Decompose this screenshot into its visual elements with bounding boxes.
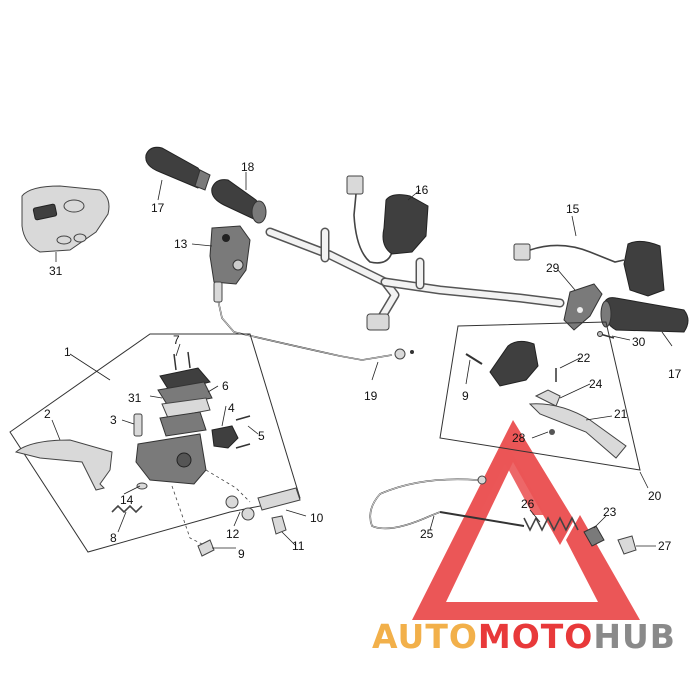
group-1-frame [9, 333, 301, 553]
callout-3: 3 [110, 413, 117, 427]
right-switch-assembly [513, 240, 665, 297]
callout-12: 12 [226, 527, 240, 541]
callout-31-inset: 31 [49, 264, 63, 278]
callout-10: 10 [310, 511, 324, 525]
callout-11: 11 [292, 539, 305, 553]
callout-26: 26 [521, 497, 535, 511]
callout-29: 29 [546, 261, 560, 275]
callout-4: 4 [228, 401, 235, 415]
throttle-control-housing [209, 225, 251, 285]
left-grip [145, 146, 211, 191]
left-switch-assembly [346, 175, 429, 264]
callout-30: 30 [632, 335, 646, 349]
callout-9-left: 9 [238, 547, 245, 561]
callout-17-right: 17 [668, 367, 682, 381]
callout-8: 8 [110, 531, 117, 545]
brake-cable-assembly [369, 475, 637, 555]
callout-numbers: 17 18 16 15 13 29 30 17 19 31 1 2 3 31 7… [44, 160, 682, 561]
handlebar-tube [265, 227, 565, 331]
throttle-cable [213, 281, 414, 361]
watermark-auto: AUTO [372, 617, 478, 656]
watermark-text: AUTOMOTOHUB [372, 617, 676, 656]
master-cylinder-assembly [14, 351, 251, 547]
screw-30 [597, 331, 615, 339]
brake-hose-fittings [197, 487, 301, 557]
callout-23: 23 [603, 505, 617, 519]
watermark-hub: HUB [593, 617, 676, 656]
callout-21: 21 [614, 407, 628, 421]
callout-16: 16 [415, 183, 429, 197]
callout-27: 27 [658, 539, 672, 553]
callout-20: 20 [648, 489, 662, 503]
svg-text:AUTOMOTOHUB: AUTOMOTOHUB [372, 617, 676, 656]
callout-17-left: 17 [151, 201, 165, 215]
callout-28: 28 [512, 431, 526, 445]
right-grip [600, 297, 689, 333]
callout-14: 14 [120, 493, 134, 507]
throttle-grip [211, 179, 267, 224]
callout-25: 25 [420, 527, 434, 541]
right-lever-assembly [465, 340, 627, 459]
leader-lines [51, 172, 673, 549]
callout-7: 7 [173, 333, 180, 347]
callout-5: 5 [258, 429, 265, 443]
callout-19: 19 [364, 389, 378, 403]
callout-6: 6 [222, 379, 229, 393]
callout-31-group: 31 [128, 391, 142, 405]
callout-15: 15 [566, 202, 580, 216]
callout-13: 13 [174, 237, 188, 251]
group-20-frame [439, 321, 641, 471]
callout-24: 24 [589, 377, 603, 391]
callout-1: 1 [64, 345, 71, 359]
callout-2: 2 [44, 407, 51, 421]
inset-reservoir-detail [21, 185, 110, 253]
watermark-logo [412, 420, 640, 620]
watermark-moto: MOTO [478, 617, 593, 656]
switch-cover [563, 283, 603, 331]
callout-9-right: 9 [462, 389, 469, 403]
callout-22: 22 [577, 351, 591, 365]
callout-18: 18 [241, 160, 255, 174]
